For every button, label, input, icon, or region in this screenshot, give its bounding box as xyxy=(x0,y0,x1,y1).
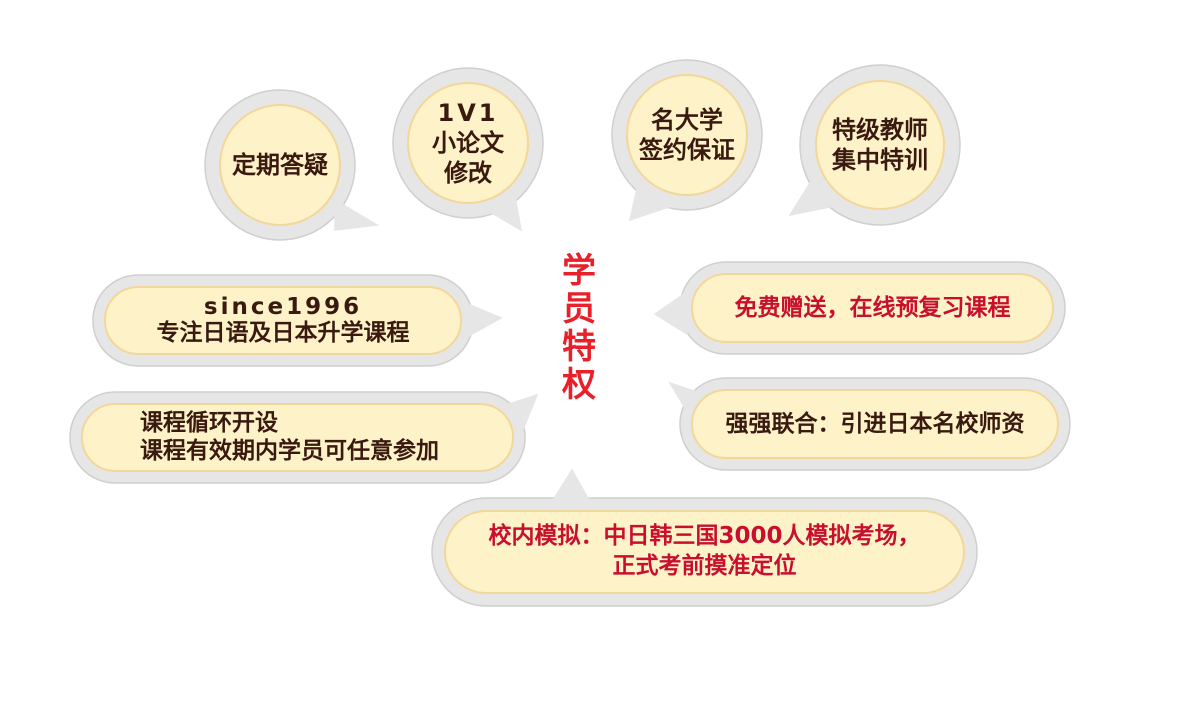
bubble-regular-qa: 定期答疑 xyxy=(195,89,385,241)
center-title-char-4: 权 xyxy=(562,365,596,406)
bubble-text: 强强联合：引进日本名校师资 xyxy=(725,410,1025,437)
bubble-text-line-2: 课程有效期内学员可任意参加 xyxy=(140,437,439,464)
bubble-text: 定期答疑 xyxy=(232,151,328,179)
bubble-text-line-1: since1996 xyxy=(203,294,363,321)
center-title-char-3: 特 xyxy=(562,327,596,368)
bubble-since-1996: since1996 专注日语及日本升学课程 xyxy=(92,273,503,368)
center-title-char-1: 学 xyxy=(562,251,596,291)
bubble-text-line-2: 正式考前摸准定位 xyxy=(612,553,797,579)
bubble-text-line-1: 名大学 xyxy=(651,106,723,134)
bubble-paper-edit: 1V1 小论文 修改 xyxy=(392,65,553,235)
bubble-text-line-3: 修改 xyxy=(444,159,492,187)
bubble-text-line-1: 1V1 xyxy=(437,99,499,127)
speech-bubble-shape xyxy=(611,59,763,222)
speech-bubble-shape xyxy=(69,391,539,484)
bubble-teacher-alliance: 强强联合：引进日本名校师资 xyxy=(668,377,1071,471)
bubble-text-line-2: 集中特训 xyxy=(832,146,928,174)
bubble-text-line-1: 校内模拟：中日韩三国3000人模拟考场， xyxy=(488,523,921,550)
bubble-text-line-2: 小论文 xyxy=(432,129,504,157)
speech-bubble-shape xyxy=(204,89,380,241)
bubble-text-line-1: 课程循环开设 xyxy=(140,409,278,436)
bubble-special-teachers: 特级教师 集中特训 xyxy=(785,64,965,226)
speech-bubble-shape xyxy=(392,67,544,232)
bubble-free-courses: 免费赠送，在线预复习课程 xyxy=(653,261,1066,355)
bubble-text: 免费赠送，在线预复习课程 xyxy=(734,294,1011,321)
center-title-char-2: 员 xyxy=(562,289,596,330)
bubble-text-line-2: 签约保证 xyxy=(639,136,735,164)
center-title: 学 员 特 权 xyxy=(553,252,605,404)
speech-bubble-shape xyxy=(668,377,1071,471)
bubble-university-contract: 名大学 签约保证 xyxy=(605,59,765,225)
speech-bubble-shape xyxy=(431,468,978,607)
bubble-course-cycle: 课程循环开设 课程有效期内学员可任意参加 xyxy=(69,390,540,485)
bubble-text-line-2: 专注日语及日本升学课程 xyxy=(156,319,410,346)
speech-bubble-shape xyxy=(653,261,1066,355)
bubble-text-line-1: 特级教师 xyxy=(832,116,928,144)
speech-bubble-shape xyxy=(788,64,961,226)
speech-bubble-shape xyxy=(92,274,503,367)
bubble-mock-exam: 校内模拟：中日韩三国3000人模拟考场， 正式考前摸准定位 xyxy=(431,468,978,608)
